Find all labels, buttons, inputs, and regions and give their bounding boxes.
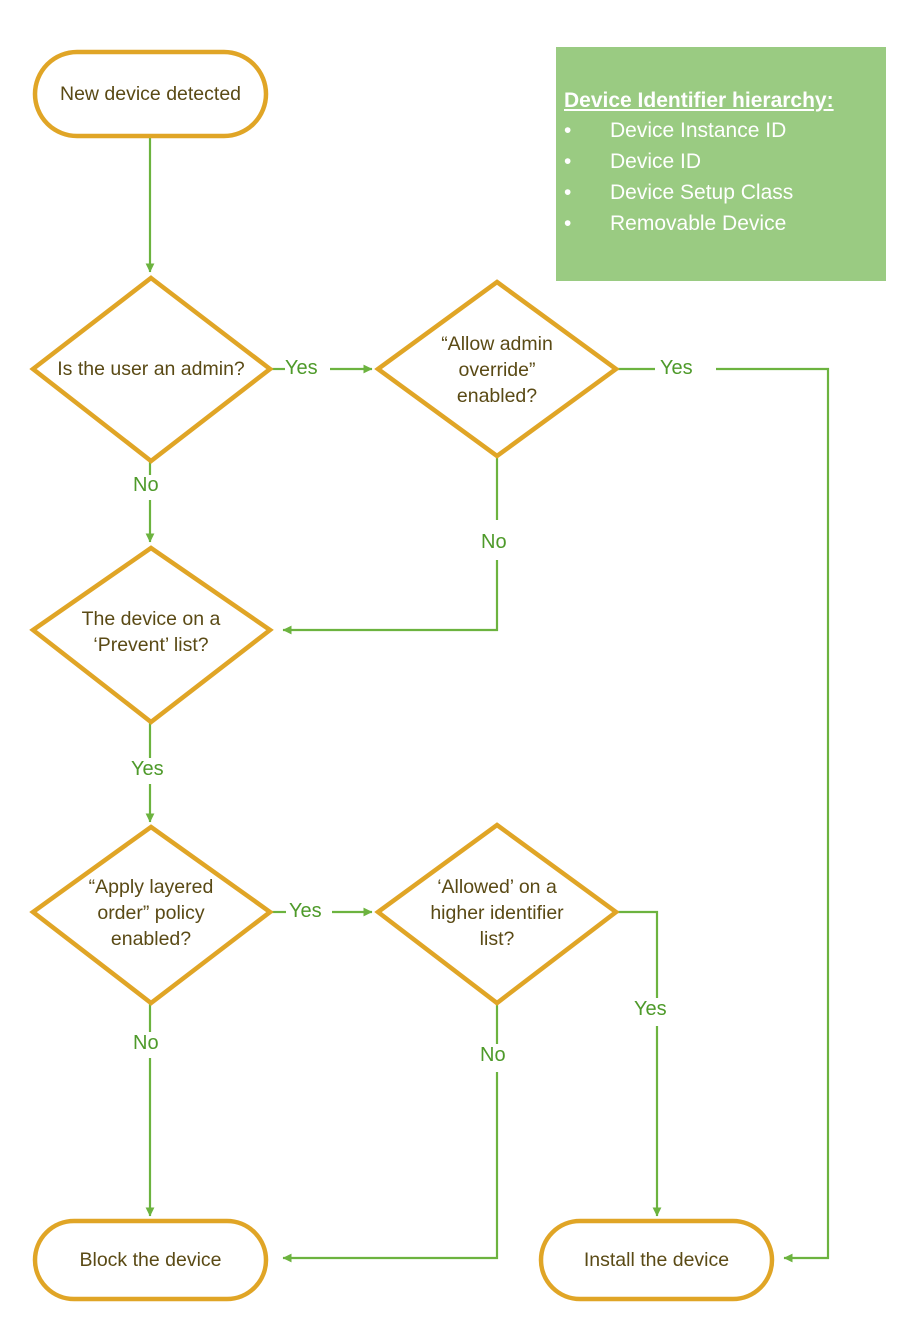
bullet-icon: •: [564, 150, 572, 173]
legend-item-device-setup-class: • Device Setup Class: [564, 177, 886, 208]
bullet-icon: •: [564, 119, 572, 142]
node-allowed-higher-shape[interactable]: [374, 822, 620, 1006]
legend-item-removable-device: • Removable Device: [564, 208, 886, 239]
edge-allowed-higher-no-to-block-b: [282, 1072, 499, 1263]
edge-label-admin-override-yes: Yes: [660, 357, 693, 379]
legend-item-label: Device ID: [610, 150, 702, 173]
edge-label-layered-order-no: No: [133, 1032, 159, 1054]
edge-label-prevent-list-yes: Yes: [131, 758, 164, 780]
node-start-shape[interactable]: [32, 49, 269, 139]
legend-title: Device Identifier hierarchy:: [564, 89, 834, 112]
bullet-icon: •: [564, 212, 572, 235]
node-block-shape[interactable]: [32, 1218, 269, 1302]
legend-item-label: Device Setup Class: [610, 181, 794, 204]
edge-label-allowed-higher-yes: Yes: [634, 998, 667, 1020]
bullet-icon: •: [564, 181, 572, 204]
edge-label-allowed-higher-no: No: [480, 1044, 506, 1066]
legend-list: • Device Instance ID • Device ID • Devic…: [556, 115, 886, 239]
legend-box: Device Identifier hierarchy: • Device In…: [556, 47, 886, 281]
node-is-admin-shape[interactable]: [29, 275, 274, 464]
edge-label-is-admin-yes: Yes: [285, 357, 318, 379]
legend-item-label: Removable Device: [610, 212, 787, 235]
node-prevent-list-shape[interactable]: [29, 545, 274, 725]
edge-allowed-higher-yes-to-install: [616, 910, 659, 998]
edge-admin-override-no-to-prevent-list-b: [282, 560, 499, 635]
edge-label-admin-override-no: No: [481, 531, 507, 553]
legend-item-label: Device Instance ID: [610, 119, 787, 142]
edge-admin-override-yes-to-install-b: [716, 367, 830, 1263]
edge-label-is-admin-no: No: [133, 474, 159, 496]
legend-item-device-id: • Device ID: [564, 146, 886, 177]
edge-label-layered-order-yes: Yes: [289, 900, 322, 922]
legend-item-device-instance-id: • Device Instance ID: [564, 115, 886, 146]
node-install-shape[interactable]: [538, 1218, 775, 1302]
node-layered-order-shape[interactable]: [29, 824, 274, 1006]
node-admin-override-shape[interactable]: [374, 279, 620, 459]
